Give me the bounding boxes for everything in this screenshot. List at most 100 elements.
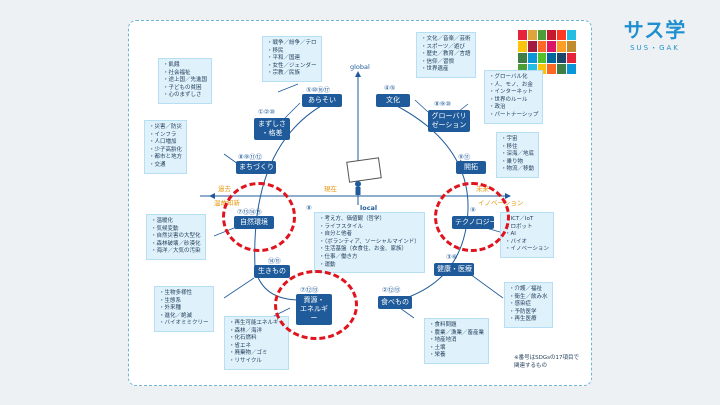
box-item: 平和／国連 — [267, 55, 317, 63]
sdg-tile-icon — [567, 41, 576, 52]
box-item: 文化／音楽／芸術 — [421, 36, 471, 44]
sdg-tile-icon — [537, 41, 547, 52]
logo-main-text: サス学 — [623, 18, 687, 42]
box-item: 生態系 — [159, 298, 209, 306]
box-life: 生物多様性生態系外来種進化／絶滅バイオミミクリー — [154, 286, 214, 332]
sdg-tile-icon — [518, 30, 527, 41]
sdg-tile-icon — [547, 41, 557, 52]
sdg-tile-icon — [537, 30, 547, 41]
sdg-tile-icon — [547, 63, 557, 74]
box-energy: 再生可能エネルギー森林／海洋化石燃料省エネ廃棄物／ゴミリサイクル — [224, 316, 290, 370]
box-item: 介護／福祉 — [509, 286, 548, 294]
box-item: AI — [505, 231, 549, 239]
box-item: 飢餓 — [163, 62, 207, 70]
axis-global-label: global — [350, 63, 370, 71]
box-item: 戦争／紛争／テロ — [267, 40, 317, 48]
box-item: 気候変動 — [151, 226, 201, 234]
box-item: 化石燃料 — [229, 335, 284, 343]
box-item: 途上国／先進国 — [163, 77, 208, 85]
sus-gak-logo: サス学 SUS・GAK — [620, 14, 690, 53]
box-item: バイオ — [505, 239, 549, 247]
box-item: 自分と他者 — [319, 231, 420, 239]
box-item: 森林破壊／砂漠化 — [151, 241, 201, 249]
sdg-tile-icon — [567, 30, 576, 41]
sdg-tile-icon — [537, 52, 547, 63]
machi-sdg-numbers: ⑧⑨⑪⑫ — [238, 153, 262, 161]
box-item: 物流／移動 — [501, 166, 535, 174]
box-item: 災害／防災 — [149, 124, 183, 132]
sdg-tile-icon — [518, 63, 527, 74]
box-item: 歴史／教育／言語 — [421, 51, 471, 59]
box-item: 省エネ — [229, 343, 284, 351]
box-center-local: 考え方、価値観（哲学）ライフスタイル自分と他者（ボランティア、ソーシャルマインド… — [314, 212, 425, 274]
box-item: グローバル化 — [489, 74, 538, 82]
sdg-tile-icon — [527, 41, 537, 52]
box-item: 政治 — [489, 104, 538, 112]
box-item: 栄養 — [429, 352, 484, 360]
box-item: 少子高齢化 — [149, 147, 183, 155]
box-item: 生物多様性 — [159, 290, 209, 298]
node-arasoi: あらそい — [302, 94, 342, 107]
kenko-sdg-numbers: ③⑥ — [446, 253, 458, 261]
highlight-ring-energy — [274, 270, 358, 340]
box-item: 生活基盤（衣食住、お金、家族） — [319, 246, 420, 254]
box-item: 深海／地底 — [501, 151, 535, 159]
box-item: 信仰／習慣 — [421, 59, 471, 67]
box-item: 人、モノ、お金 — [489, 82, 538, 90]
box-item: パートナーシップ — [489, 112, 539, 120]
box-item: 運動 — [319, 262, 420, 270]
box-item: 衛生／飲み水 — [509, 294, 548, 302]
sdg-tile-icon — [527, 52, 537, 63]
node-tabemono: 食べもの — [378, 296, 412, 309]
axis-past-label: 過去 — [218, 185, 231, 193]
box-item: 仕事／働き方 — [319, 254, 420, 262]
node-kenko-iryo: 健康・医療 — [434, 263, 474, 276]
mazushisa-sdg-numbers: ①②⑩ — [258, 108, 275, 116]
sign-board-icon — [346, 157, 382, 183]
box-item: 交通 — [149, 162, 182, 170]
sdg-tile-icon — [527, 30, 537, 41]
node-machizukuri: まちづくり — [236, 161, 276, 174]
box-item: 廃棄物／ゴミ — [229, 350, 284, 358]
box-frontier: 宇宙移住深海／地底乗り物物流／移動 — [496, 132, 540, 178]
box-item: インターネット — [489, 89, 538, 97]
box-item: 移民 — [267, 48, 317, 56]
box-item: （ボランティア、ソーシャルマインド） — [319, 239, 420, 247]
box-item: インフラ — [149, 132, 182, 140]
sdg-tile-icon — [547, 52, 557, 63]
box-item: 地産地消 — [429, 337, 484, 345]
box-item: リサイクル — [229, 358, 284, 366]
box-item: ロボット — [505, 224, 549, 232]
box-war: 戦争／紛争／テロ移民平和／国連女性／ジェンダー宗教／民族 — [262, 36, 322, 82]
box-item: 移住 — [501, 144, 534, 152]
box-item: 食料問題 — [429, 322, 484, 330]
sdg-tile-icon — [518, 52, 527, 63]
box-item: ライフスタイル — [319, 224, 420, 232]
logo-sub-text: SUS・GAK — [630, 44, 680, 52]
sdg-tile-icon — [557, 30, 567, 41]
box-food: 食料問題農業／漁業／畜産業地産地消土壌栄養 — [424, 318, 490, 364]
sdg-tile-icon — [557, 63, 567, 74]
node-mazushisa: まずしさ ・格差 — [254, 118, 290, 140]
box-item: 進化／絶滅 — [159, 313, 209, 321]
box-item: イノベーション — [505, 246, 549, 254]
kaitaku-sdg-numbers: ⑨⑪ — [458, 153, 470, 161]
axis-local-label: local — [360, 204, 378, 212]
box-item: ICT／IoT — [505, 216, 549, 224]
box-item: 予防医学 — [509, 309, 548, 317]
highlight-ring-technology — [434, 182, 510, 252]
box-item: 自然災害の大型化 — [151, 233, 201, 241]
sdg-tile-icon — [567, 63, 576, 74]
box-nature: 温暖化気候変動自然災害の大型化森林破壊／砂漠化海洋／大気の汚染 — [146, 214, 206, 260]
node-bunka: 文化 — [376, 94, 410, 107]
box-item: 人口増加 — [149, 139, 182, 147]
box-item: 社会福祉 — [163, 70, 207, 78]
box-item: 森林／海洋 — [229, 328, 284, 336]
person-icon — [355, 181, 361, 187]
arasoi-sdg-numbers: ⑤⑩⑯⑰ — [306, 86, 330, 94]
sdgs-icon-grid — [518, 30, 576, 74]
box-poverty: 飢餓社会福祉途上国／先進国子どもの貧困心のまずしさ — [158, 58, 213, 104]
box-item: 農業／漁業／畜産業 — [429, 330, 485, 338]
box-item: 心のまずしさ — [163, 92, 207, 100]
box-item: スポーツ／遊び — [421, 44, 471, 52]
